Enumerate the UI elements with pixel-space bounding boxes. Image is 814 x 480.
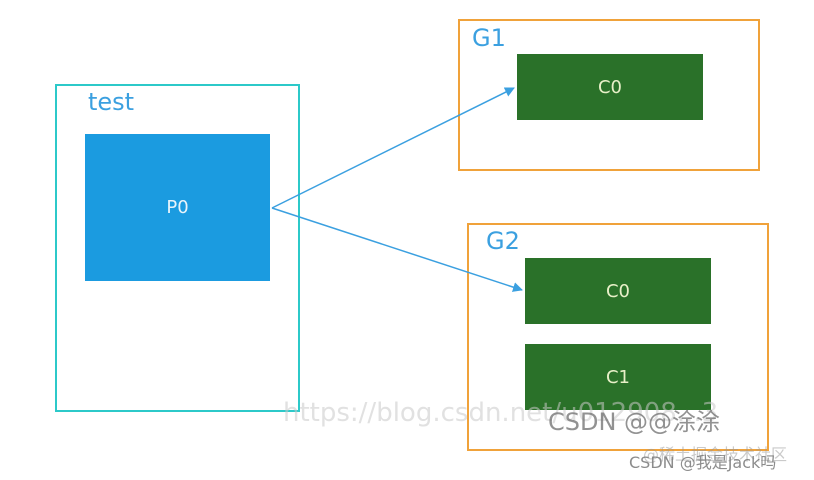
g1-consumer-c0: C0 — [517, 54, 703, 120]
consumer-group-g2 — [467, 223, 769, 451]
g1-consumer-c0-label: C0 — [597, 76, 623, 98]
g2-consumer-c1: C1 — [525, 344, 711, 410]
consumer-group-g2-label: G2 — [486, 227, 520, 255]
watermark-url: https://blog.csdn.net/u012908...3 — [283, 398, 719, 428]
topic-label: test — [88, 88, 135, 116]
watermark-bottom-ghost: @稀土掘金技术社区 — [643, 445, 788, 464]
g2-consumer-c1-label: C1 — [605, 366, 631, 388]
g2-consumer-c0-label: C0 — [605, 280, 631, 302]
watermark-bottom: CSDN @我是Jack吗 — [629, 453, 777, 472]
consumer-group-g1-label: G1 — [472, 24, 506, 52]
watermark-csdn-author: CSDN @@涂涂 — [548, 408, 721, 436]
partition-p0-label: P0 — [166, 197, 189, 218]
partition-p0: P0 — [85, 134, 270, 281]
g2-consumer-c0: C0 — [525, 258, 711, 324]
